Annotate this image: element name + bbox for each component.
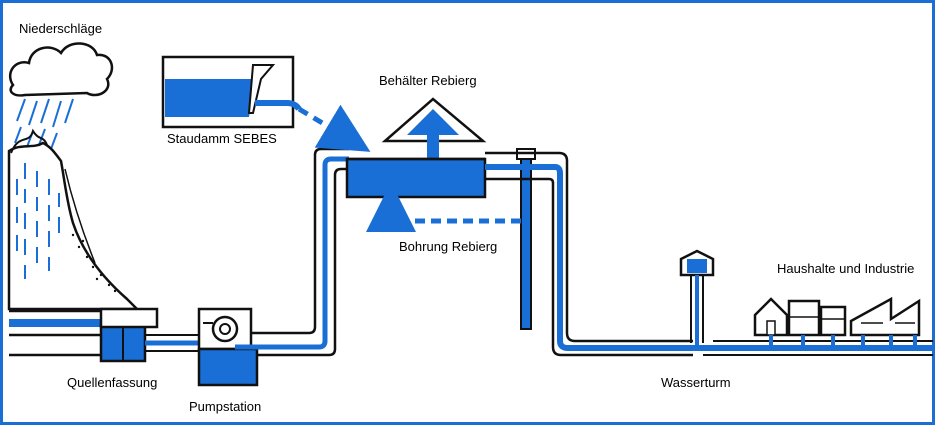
households-and-industry (753, 296, 921, 348)
house-icon (819, 305, 847, 337)
water-tower (679, 249, 933, 356)
factory-icon (849, 296, 921, 337)
dam-sebes (161, 55, 371, 152)
diagram-canvas (7, 42, 933, 387)
label-precipitation: Niederschläge (19, 21, 103, 36)
pipe-reservoir-to-tower (485, 151, 933, 357)
label-reservoir: Behälter Rebierg (379, 73, 477, 88)
label-borehole: Bohrung Rebierg (399, 239, 498, 254)
label-households: Haushalte und Industrie (777, 261, 915, 276)
pump-icon (203, 315, 239, 343)
pump-station (197, 307, 259, 387)
groundwater-band (9, 309, 101, 357)
label-spring: Quellenfassung (67, 375, 158, 390)
label-pump: Pumpstation (189, 399, 262, 414)
mountain-icon (7, 128, 141, 311)
pipe-spring-to-pump (145, 334, 199, 352)
reservoir-rebierg (345, 97, 487, 199)
cloud-icon (8, 42, 114, 97)
label-dam: Staudamm SEBES (167, 131, 277, 146)
label-tower: Wasserturm (661, 375, 731, 390)
house-icon (787, 299, 821, 337)
house-icon (753, 297, 789, 337)
